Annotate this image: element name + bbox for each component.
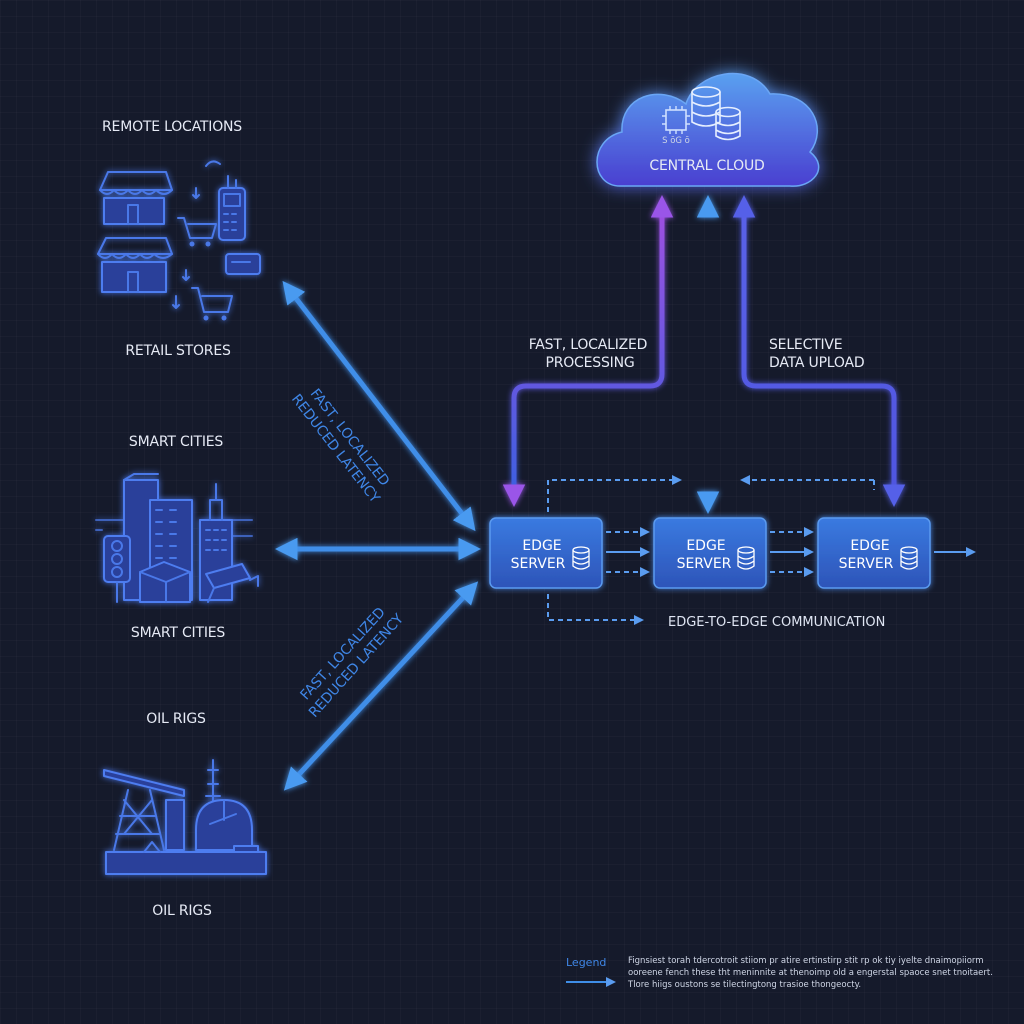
processing-uplink-arrow — [502, 195, 674, 507]
smart-cities-bottom-label: SMART CITIES — [131, 625, 225, 641]
legend: Legend Fignsiest torah tdercotroit stiio… — [566, 956, 993, 990]
edge-server-3-line2: SERVER — [839, 556, 894, 572]
processing-label-line1: FAST, LOCALIZED — [529, 337, 648, 353]
retail-to-edge-arrow — [282, 280, 476, 532]
database-icon — [572, 546, 590, 570]
edge-server-2[interactable] — [653, 517, 767, 589]
edge-server-2-line1: EDGE — [686, 538, 725, 554]
edge-server-3[interactable] — [817, 517, 931, 589]
legend-title: Legend — [566, 956, 606, 969]
legend-line-2: ooreene fench these tht meninnite at the… — [628, 968, 993, 978]
processing-label-line2: PROCESSING — [545, 355, 634, 371]
edge-to-edge-label: EDGE-TO-EDGE COMMUNICATION — [668, 615, 885, 630]
database-icon — [737, 546, 755, 570]
oil-rigs-top-label: OIL RIGS — [146, 711, 206, 727]
edge-to-edge-links — [547, 475, 976, 625]
retail-stores-icon — [97, 160, 261, 321]
oil-rig-icon — [103, 759, 267, 875]
upload-label-line1: SELECTIVE — [769, 337, 842, 353]
edge-server-2-line2: SERVER — [677, 556, 732, 572]
cloud-icon-caption: S ōG ō — [662, 136, 690, 146]
smart-city-icon — [95, 473, 259, 603]
legend-line-1: Fignsiest torah tdercotroit stiiom pr at… — [628, 956, 984, 966]
oil-rigs-bottom-label: OIL RIGS — [152, 903, 212, 919]
central-cloud — [596, 72, 820, 187]
remote-locations-header: REMOTE LOCATIONS — [102, 119, 242, 135]
data-upload-arrow — [732, 195, 906, 507]
edge-server-1-line1: EDGE — [522, 538, 561, 554]
retail-stores-label: RETAIL STORES — [125, 343, 231, 359]
edge-server-1-line2: SERVER — [511, 556, 566, 572]
central-cloud-label: CENTRAL CLOUD — [649, 158, 764, 174]
edge-server-3-line1: EDGE — [850, 538, 889, 554]
cloud-server-icon — [662, 86, 741, 141]
oilrig-to-edge-arrow — [283, 581, 479, 791]
legend-line-3: Tlore hiigs oustons se tilectingtong tra… — [627, 980, 861, 990]
upload-label-line2: DATA UPLOAD — [769, 355, 864, 371]
smart-cities-top-label: SMART CITIES — [129, 434, 223, 450]
edge-server-1[interactable] — [489, 517, 603, 589]
database-icon — [900, 546, 918, 570]
